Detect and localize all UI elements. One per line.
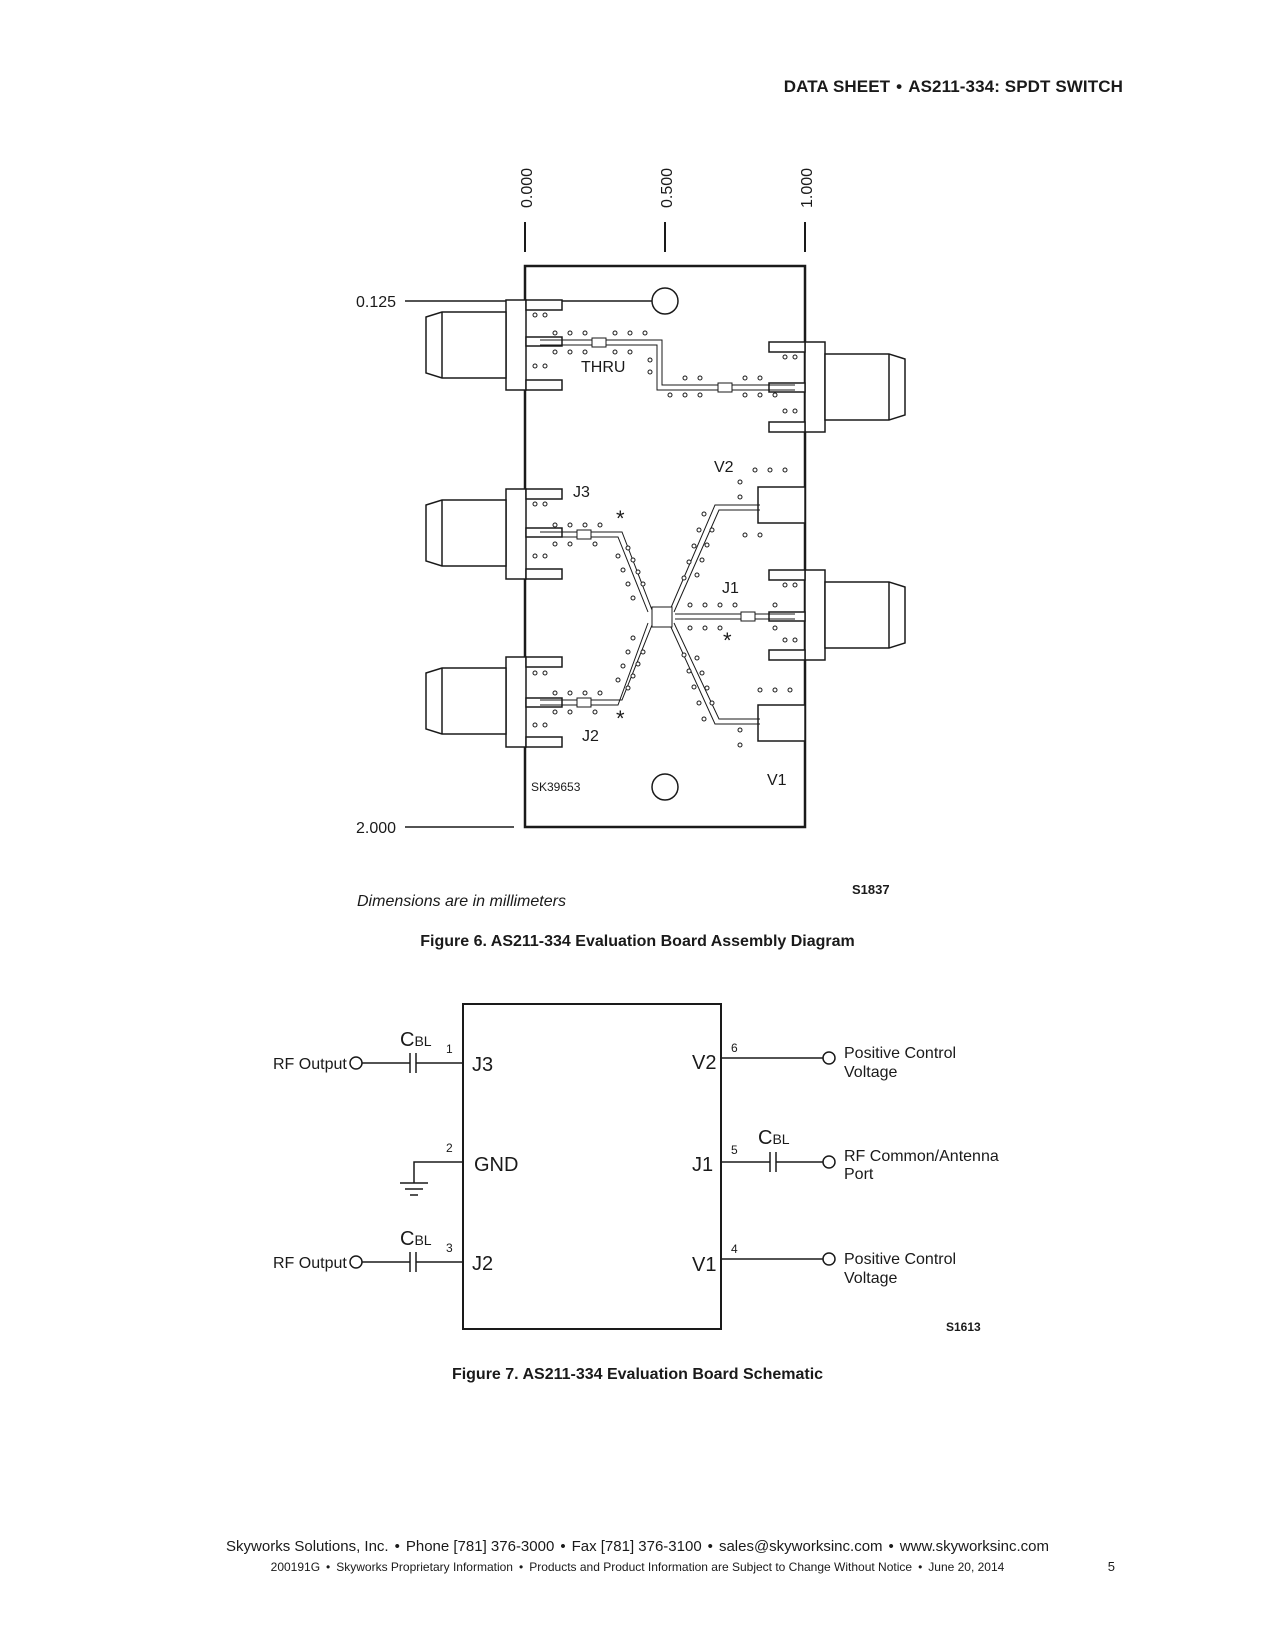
label-j3: J3 [573,484,590,501]
footer-bullet: • [394,1538,400,1555]
cap-main: C [400,1029,414,1051]
footer-notice: Products and Product Information are Sub… [529,1560,913,1574]
cap-sub: BL [414,1033,431,1049]
pad-v2 [757,486,806,524]
dimension-top-0: 0.000 [519,168,536,208]
label-j1: J1 [722,580,739,597]
page-header: DATA SHEET • AS211-334: SPDT SWITCH [784,77,1123,97]
footer-bullet: • [888,1538,894,1555]
label-thru: THRU [581,359,625,376]
pin-5-name: J1 [692,1154,713,1176]
footer-date: June 20, 2014 [928,1560,1005,1574]
footer-doc-number: 200191G [270,1560,321,1574]
pin-2-wiring [400,1161,463,1196]
footer-phone: Phone [781] 376-3000 [405,1538,555,1555]
pin-6-external-line2: Voltage [844,1064,897,1081]
star-marker-j3: * [616,506,625,531]
footer-company: Skyworks Solutions, Inc. [226,1538,389,1555]
pin-1-external: RF Output [273,1056,347,1073]
pin-2-name: GND [474,1154,518,1176]
mounting-hole-bottom [651,773,679,801]
footer-legal: 200191G • Skyworks Proprietary Information… [0,1560,1275,1574]
pin-2-number: 2 [446,1141,453,1155]
schematic-diagram: RF Output CBL 1 J3 2 GND RF Output CBL 3… [273,1003,999,1330]
label-v2: V2 [714,459,734,476]
dimensions-note: Dimensions are in millimeters [357,893,566,910]
figure7-code: S1613 [946,1320,981,1334]
label-board-id: SK39653 [531,780,581,794]
pin-4-number: 4 [731,1242,738,1256]
sma-connector-j1 [768,569,906,661]
via-holes [532,312,798,748]
page-number: 5 [1107,1559,1115,1574]
footer-contact: Skyworks Solutions, Inc. • Phone [781] 376… [0,1538,1275,1555]
figure6-caption: Figure 6. AS211-334 Evaluation Board Ass… [420,933,855,950]
board-outline [523,264,807,829]
pin-3-wiring [349,1252,463,1272]
figure6-code: S1837 [852,882,890,897]
pin-6-external-line1: Positive Control [844,1045,956,1062]
footer-proprietary: Skyworks Proprietary Information [336,1560,513,1574]
dimension-left-0: 0.125 [356,294,396,311]
cap-sub: BL [772,1131,789,1147]
sma-connector-j2 [425,656,563,748]
ic-body [462,1003,722,1330]
star-marker-j1: * [723,628,732,653]
header-product-title: AS211-334: SPDT SWITCH [908,77,1123,96]
pin-3-name: J2 [472,1253,493,1275]
sma-connector-thru-right [768,341,906,433]
pin-5-external-line1: RF Common/Antenna [844,1148,999,1165]
figure7-caption: Figure 7. AS211-334 Evaluation Board Sch… [451,1366,824,1383]
sma-connector-thru-left [425,299,563,391]
pin-5-external-line2: Port [844,1166,874,1183]
pin-4-name: V1 [692,1254,716,1276]
footer-bullet: • [326,1560,331,1574]
label-v1: V1 [767,772,787,789]
cap-sub: BL [414,1232,431,1248]
footer-email-link[interactable]: sales@skyworksinc.com [718,1538,883,1555]
footer-bullet: • [918,1560,923,1574]
header-bullet: • [896,77,903,96]
footer-bullet: • [518,1560,524,1574]
dimension-top-2: 1.000 [799,168,816,208]
pin-5-wiring [721,1152,836,1172]
assembly-diagram: 0.000 0.500 1.000 0.125 2.000 [356,168,906,837]
pin-5-number: 5 [731,1143,738,1157]
pin-1-cap: CBL [400,1029,432,1051]
label-j2: J2 [582,728,599,745]
pad-v1 [757,704,806,742]
pin-3-number: 3 [446,1241,453,1255]
pin-1-wiring [349,1053,463,1073]
footer-bullet: • [707,1538,713,1555]
pin-3-cap: CBL [400,1228,432,1250]
pin-6-number: 6 [731,1041,738,1055]
cap-main: C [758,1127,772,1149]
footer-bullet: • [560,1538,566,1555]
dimension-left-1: 2.000 [356,820,396,837]
footer-fax: Fax [781] 376-3100 [571,1538,702,1555]
pin-4-wiring [721,1252,836,1266]
pin-6-wiring [721,1051,836,1065]
star-marker-j2: * [616,706,625,731]
trace-thru [540,337,795,393]
header-doc-type: DATA SHEET [783,77,891,96]
sma-connector-j3 [425,488,563,580]
trace-switch [540,504,795,725]
pin-5-cap: CBL [758,1127,790,1149]
mounting-hole-top [651,287,679,315]
pin-4-external-line2: Voltage [844,1270,897,1287]
dimension-ticks-top [524,222,806,252]
pin-1-name: J3 [472,1054,493,1076]
pin-1-number: 1 [446,1042,453,1056]
pin-3-external: RF Output [273,1255,347,1272]
pin-6-name: V2 [692,1052,716,1074]
cap-main: C [400,1228,414,1250]
dimension-top-1: 0.500 [659,168,676,208]
footer-web-link[interactable]: www.skyworksinc.com [899,1538,1049,1555]
pin-4-external-line1: Positive Control [844,1251,956,1268]
